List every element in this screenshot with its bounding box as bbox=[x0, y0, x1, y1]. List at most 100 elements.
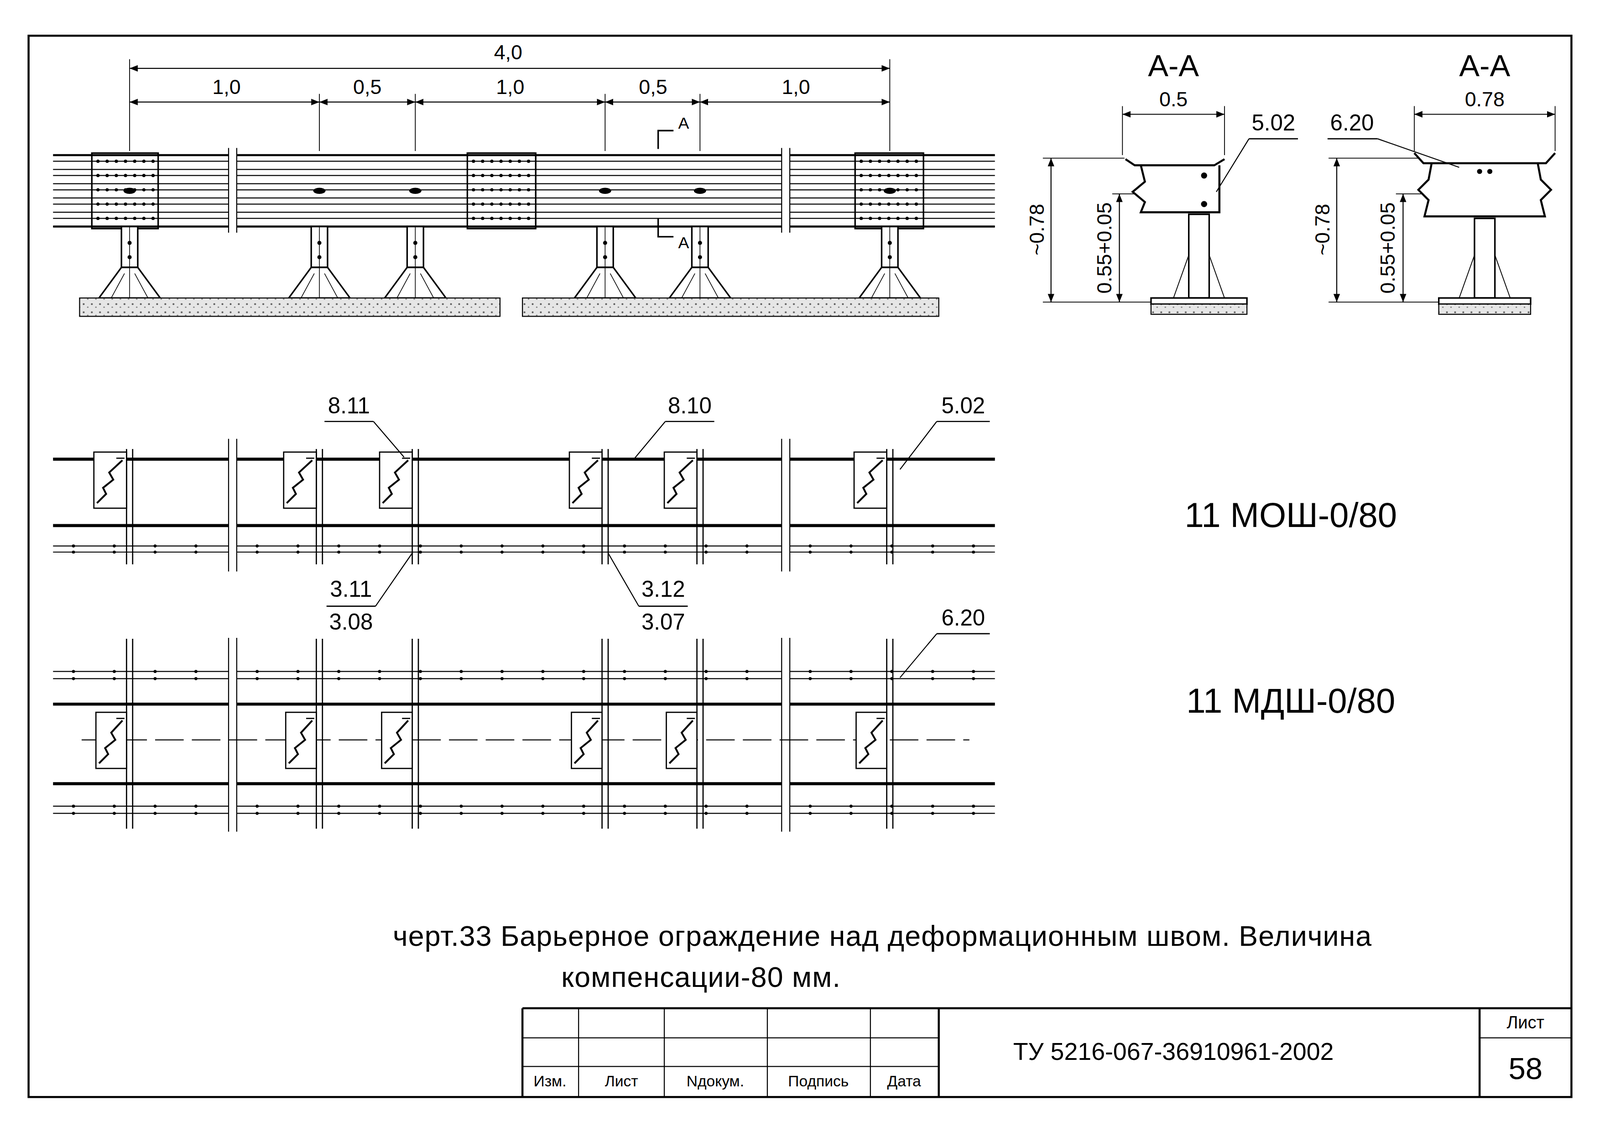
bolt-dot bbox=[151, 216, 155, 220]
dimension-label: ~0.78 bbox=[1311, 203, 1334, 256]
gusset-line bbox=[871, 273, 885, 298]
bolt-dot bbox=[622, 677, 626, 681]
break-line bbox=[236, 438, 238, 572]
extension-line bbox=[1042, 301, 1152, 303]
bolt-dot bbox=[868, 202, 872, 206]
bracket bbox=[854, 452, 887, 509]
drawing-title: черт.33 Барьерное ограждение над деформа… bbox=[392, 916, 1577, 998]
bolt-dot bbox=[931, 804, 935, 808]
title-block-line bbox=[522, 1065, 939, 1067]
bolt-dot bbox=[704, 677, 708, 681]
post bbox=[596, 226, 614, 268]
gusset-line bbox=[1173, 255, 1189, 298]
extension-line bbox=[1328, 157, 1419, 159]
extension-line bbox=[1554, 106, 1556, 152]
bolt-dot bbox=[517, 187, 522, 192]
bolt-dot bbox=[378, 669, 382, 673]
extension-line bbox=[889, 59, 891, 152]
rail-line bbox=[236, 812, 782, 814]
rail-gap bbox=[836, 785, 858, 794]
bolt-dot bbox=[114, 202, 118, 206]
bolt-dot bbox=[931, 669, 935, 673]
callout-underline bbox=[324, 420, 374, 423]
rail-line bbox=[52, 551, 229, 553]
bracket-zigzag bbox=[288, 720, 313, 764]
callout-number: 8.11 bbox=[328, 393, 371, 419]
bolt-dot bbox=[112, 811, 116, 815]
bolt-dot bbox=[114, 216, 118, 220]
bracket bbox=[569, 452, 603, 509]
bracket bbox=[379, 452, 413, 509]
extension-line bbox=[1328, 301, 1439, 303]
dimension-line bbox=[1118, 193, 1120, 303]
break-line bbox=[781, 637, 782, 832]
bolt-dot bbox=[105, 187, 109, 192]
bolt-dot bbox=[582, 811, 586, 815]
bolt-dot bbox=[541, 550, 545, 554]
bolt-dot bbox=[808, 544, 813, 548]
bolt-slot bbox=[123, 187, 136, 194]
bolt-dot bbox=[337, 550, 341, 554]
bolt-dot bbox=[296, 677, 300, 681]
bracket-zigzag bbox=[99, 720, 123, 764]
bolt-dot bbox=[508, 187, 512, 192]
callout-number: 6.20 bbox=[941, 605, 986, 631]
bolt-dot bbox=[877, 159, 881, 163]
bolt-dot bbox=[153, 669, 157, 673]
bolt-dot bbox=[255, 544, 259, 548]
gusset-line bbox=[324, 273, 338, 298]
bolt-dot bbox=[142, 216, 146, 220]
rail-line bbox=[52, 812, 229, 814]
post-base bbox=[288, 267, 350, 298]
bolt-dot bbox=[471, 216, 475, 220]
sheet-number: 58 bbox=[1508, 1051, 1543, 1086]
rail-profile bbox=[1418, 163, 1552, 217]
post-line bbox=[699, 226, 701, 268]
bolt-dot bbox=[603, 255, 608, 260]
bolt-dot bbox=[194, 811, 198, 815]
bolt-dot bbox=[868, 173, 872, 178]
bolt-dot bbox=[622, 669, 626, 673]
title-block-line bbox=[522, 1037, 939, 1039]
section-marker bbox=[658, 130, 674, 149]
break-line bbox=[789, 147, 791, 233]
bolt-dot bbox=[508, 216, 512, 220]
title-block-cell: Nдокум. bbox=[686, 1073, 745, 1090]
bolt-dot bbox=[541, 677, 545, 681]
break-line bbox=[236, 637, 238, 832]
post-line bbox=[417, 448, 420, 565]
bolt-dot bbox=[255, 550, 259, 554]
bracket-zigzag bbox=[667, 460, 694, 504]
bolt-dot bbox=[413, 240, 418, 245]
bolt-dot bbox=[808, 669, 813, 673]
dimension-line bbox=[415, 101, 605, 103]
title-block-line bbox=[937, 1008, 940, 1098]
base-plate bbox=[1438, 297, 1531, 304]
rail-line bbox=[52, 154, 229, 157]
rail-line bbox=[52, 197, 229, 199]
bolt-dot bbox=[499, 173, 503, 178]
bolt-dot bbox=[471, 202, 475, 206]
bolt-dot bbox=[153, 677, 157, 681]
bolt-dot bbox=[133, 202, 137, 206]
rail-line bbox=[52, 175, 229, 177]
bracket-line bbox=[686, 717, 695, 720]
gusset-line bbox=[895, 273, 909, 298]
bolt-dot bbox=[105, 216, 109, 220]
bolt-dot bbox=[112, 677, 116, 681]
title-block-cell: Лист bbox=[604, 1073, 639, 1090]
bolt-dot bbox=[914, 216, 918, 220]
rail-line bbox=[52, 545, 229, 547]
bolt-dot bbox=[859, 216, 863, 220]
bracket bbox=[666, 712, 698, 769]
post bbox=[121, 226, 138, 268]
bolt-dot bbox=[500, 811, 504, 815]
dimension-label: 0.78 bbox=[1464, 87, 1505, 110]
post bbox=[881, 226, 898, 268]
bolt-dot bbox=[72, 811, 76, 815]
bolt-dot bbox=[517, 202, 522, 206]
bolt-dot bbox=[931, 550, 935, 554]
dimension-line bbox=[1122, 113, 1225, 115]
callout-underline bbox=[665, 420, 715, 423]
bolt-dot bbox=[745, 544, 749, 548]
